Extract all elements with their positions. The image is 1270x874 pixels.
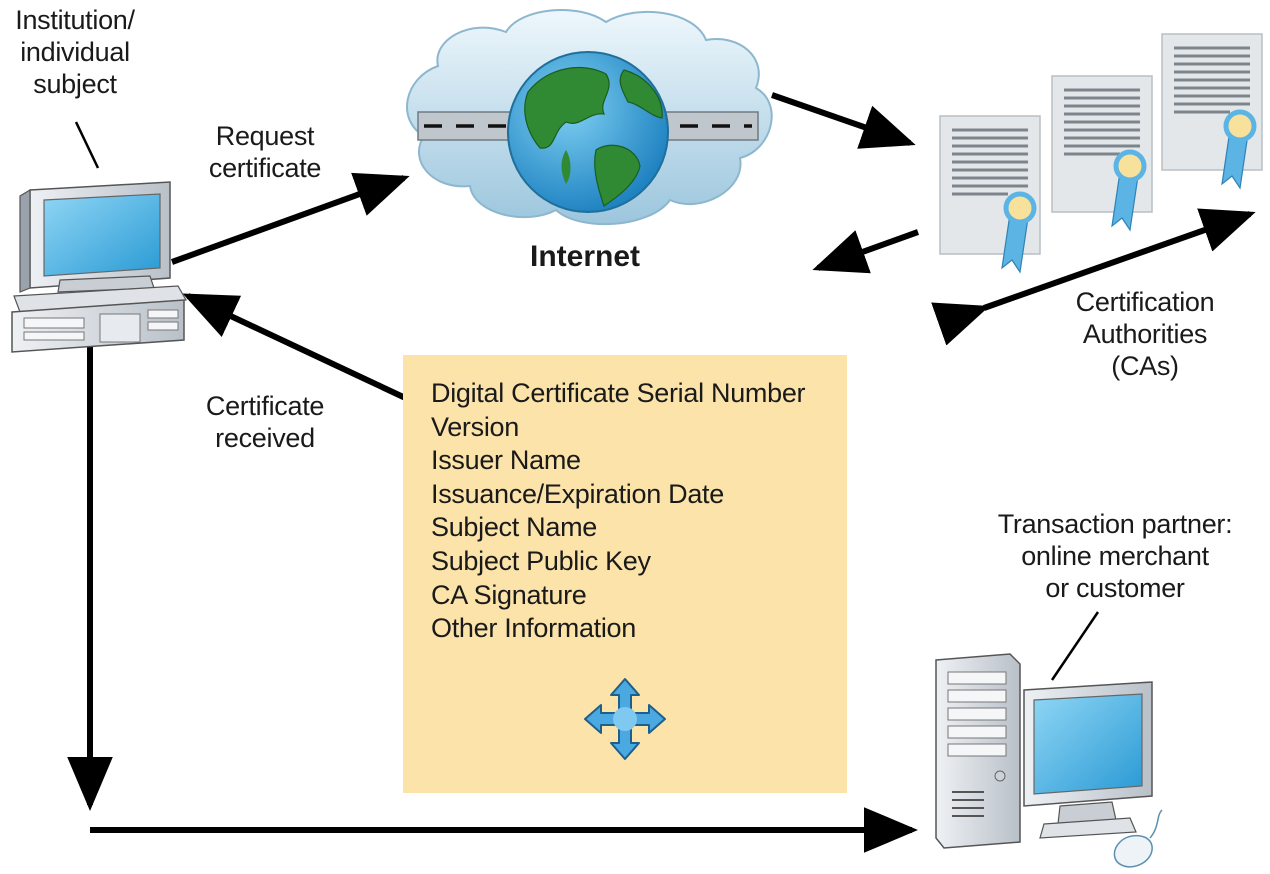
request-label-line: Request xyxy=(215,121,315,151)
received-label-line: Certificate xyxy=(205,391,325,421)
certification-authorities-label: Certification Authorities (CAs) xyxy=(1060,286,1230,382)
certificate-field: CA Signature xyxy=(431,579,587,610)
request-certificate-label: Request certificate xyxy=(190,120,340,184)
subject-label-line: Institution/ xyxy=(15,5,135,35)
partner-pointer xyxy=(1050,611,1100,681)
request-label-line: certificate xyxy=(208,153,322,183)
ca-bidirectional-arrow xyxy=(931,208,1256,346)
certificate-field: Other Information xyxy=(431,613,636,644)
received-arrow xyxy=(182,293,416,405)
partner-label-line: Transaction partner: xyxy=(997,509,1233,539)
arrows xyxy=(67,92,1256,853)
certificate-field-list: Digital Certificate Serial Number Versio… xyxy=(431,377,806,646)
certificate-contents-box: Digital Certificate Serial Number Versio… xyxy=(403,355,847,793)
ca-label-line: (CAs) xyxy=(1111,351,1179,381)
internet-label: Internet xyxy=(529,240,640,273)
desktop-computer-icon xyxy=(11,181,187,353)
certificate-field: Subject Public Key xyxy=(431,545,651,576)
partner-label-line: online merchant xyxy=(1021,541,1209,571)
ca-to-internet-arrow xyxy=(812,229,920,274)
tower-computer-icon xyxy=(935,653,1163,868)
certificate-field: Issuance/Expiration Date xyxy=(431,478,724,509)
subject-label: Institution/ individual subject xyxy=(0,4,150,100)
certificate-field: Digital Certificate Serial Number xyxy=(431,378,806,408)
partner-label-line: or customer xyxy=(1045,573,1185,603)
subject-pointer xyxy=(74,121,100,169)
move-arrows-icon xyxy=(584,678,666,760)
transaction-partner-label: Transaction partner: online merchant or … xyxy=(960,508,1270,604)
request-arrow xyxy=(170,172,410,265)
subject-label-line: subject xyxy=(33,69,117,99)
subject-label-line: individual xyxy=(20,37,130,67)
certificate-received-label: Certificate received xyxy=(190,390,340,454)
certificate-ribbon-icon xyxy=(939,33,1263,274)
globe-cloud-icon xyxy=(406,9,773,226)
certificate-field: Subject Name xyxy=(431,512,597,543)
certificate-field: Version xyxy=(431,411,519,442)
internet-to-ca-arrow xyxy=(771,92,916,149)
certificate-field: Issuer Name xyxy=(431,445,581,476)
ca-label-line: Certification xyxy=(1075,287,1215,317)
ca-label-line: Authorities xyxy=(1082,319,1208,349)
received-label-line: received xyxy=(215,423,315,453)
